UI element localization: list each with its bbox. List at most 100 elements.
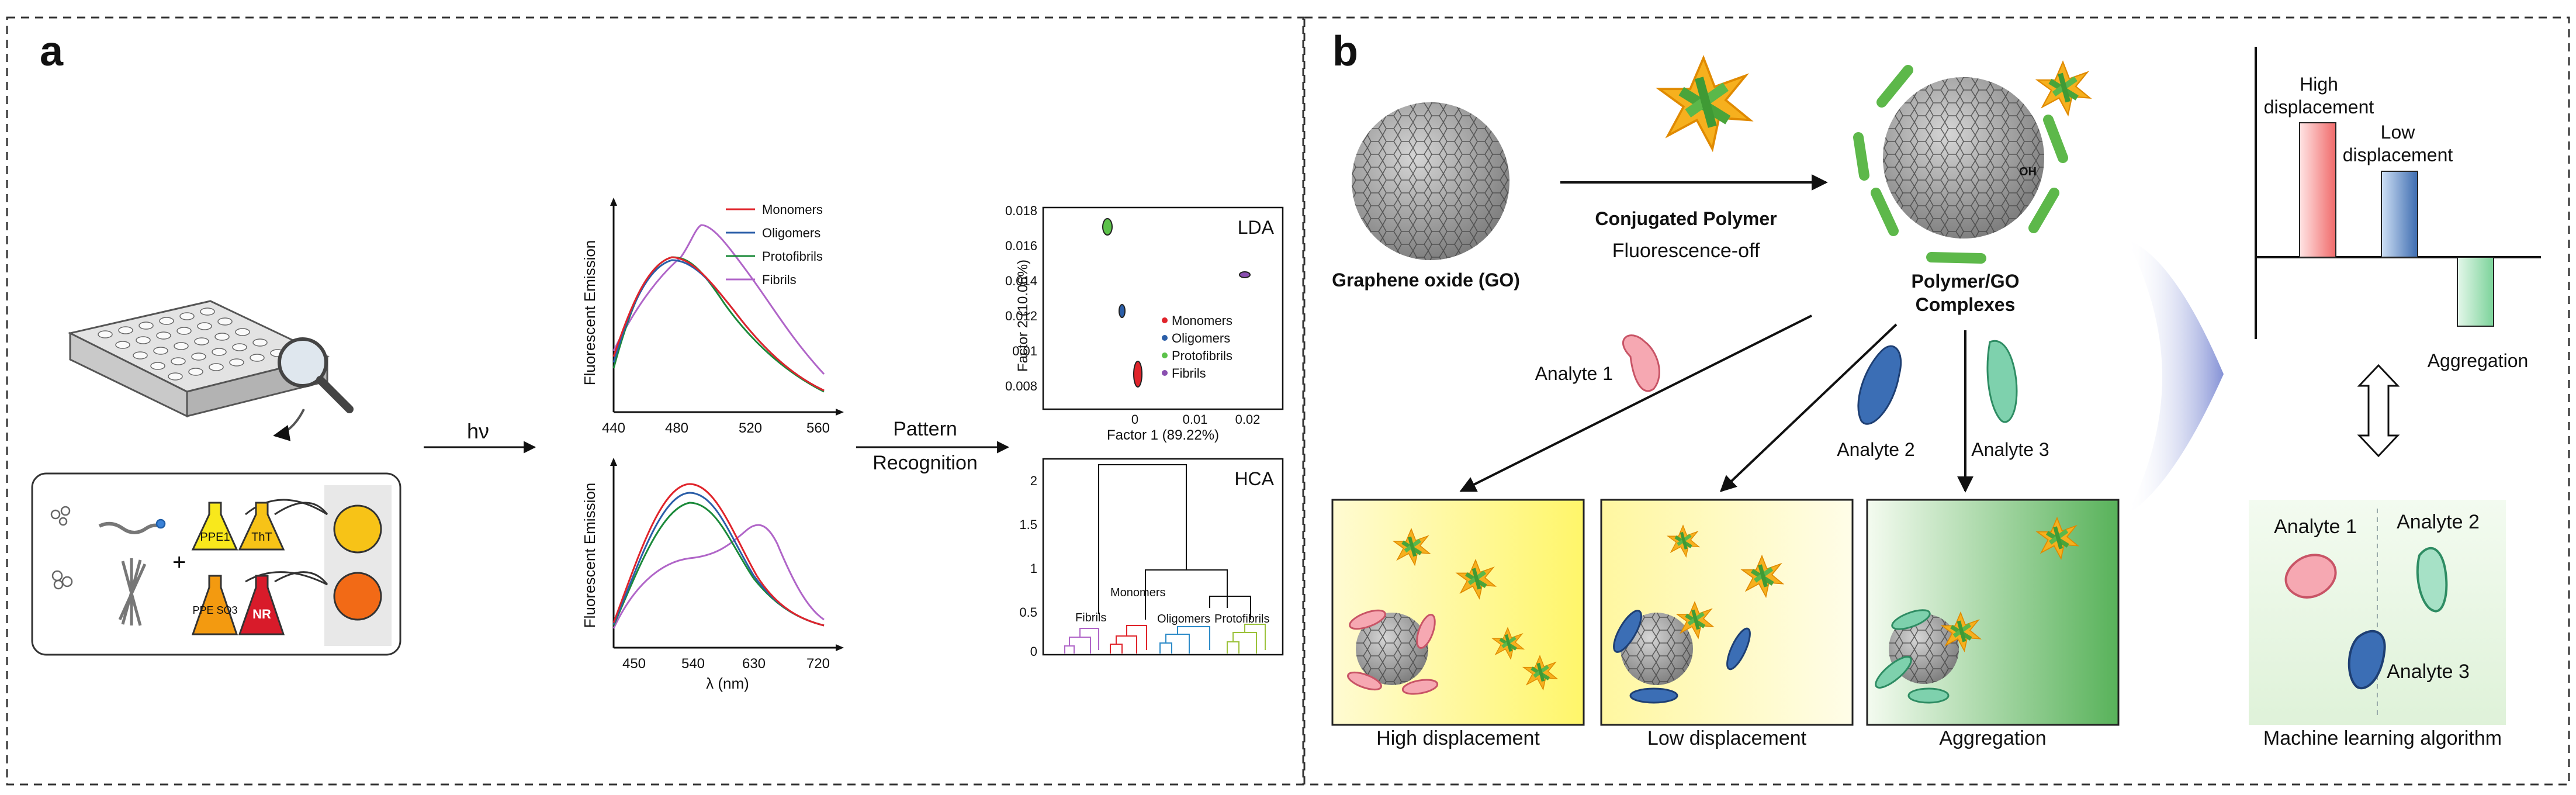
spectrum-bottom-protofibrils [612,502,825,627]
svg-text:Protofibrils: Protofibrils [1172,348,1232,363]
svg-text:0.012: 0.012 [1005,309,1037,323]
svg-text:450: 450 [622,656,646,672]
panel-b-frame [1303,16,2570,786]
svg-text:1: 1 [1030,561,1037,576]
analyte-1-label: Analyte 1 [1535,363,1613,384]
polymer-go-complex: OH [1853,62,2090,264]
svg-text:Analyte 2: Analyte 2 [2397,511,2480,533]
spectra-legend: Monomers Oligomers Protofibrils Fibrils [726,202,823,287]
pattern-label-2: Recognition [872,452,978,474]
spectrum-top-fibrils [612,224,825,375]
svg-text:0.01: 0.01 [1183,412,1208,427]
sensor-nr: NR [252,607,271,621]
polymer-sub: Fluorescence-off [1612,240,1760,262]
svg-text:0.01: 0.01 [1012,344,1037,358]
analyte-2-blob [1857,345,1902,425]
svg-text:630: 630 [742,656,766,672]
pattern-label-1: Pattern [893,418,957,440]
analyte-2-label: Analyte 2 [1837,439,1914,460]
svg-text:Fibrils: Fibrils [1075,611,1106,624]
svg-text:0.008: 0.008 [1005,379,1037,393]
spectra-bottom-ylabel: Fluorescent Emission [581,483,598,628]
big-right-arrow [2127,240,2224,514]
high-displacement-box [1331,499,1585,726]
svg-text:Protofibrils: Protofibrils [762,249,823,264]
complex-label-1: Polymer/GO [1912,271,2020,292]
svg-text:0.014: 0.014 [1005,274,1037,288]
svg-text:Aggregation: Aggregation [2428,350,2529,371]
svg-text:Fibrils: Fibrils [1172,366,1206,381]
svg-text:Low: Low [2381,122,2416,143]
ml-scatter-box: Analyte 1 Analyte 2 Analyte 3 [2249,500,2506,725]
svg-text:Analyte 1: Analyte 1 [2274,516,2357,538]
aggregation-box [1866,499,2120,726]
svg-text:0.016: 0.016 [1005,238,1037,253]
xtick-top-0: 440 [602,420,625,436]
svg-text:OH: OH [2019,165,2037,178]
svg-text:displacement: displacement [2264,96,2374,117]
spectrum-bottom-oligomers [612,492,825,627]
svg-text:Protofibrils: Protofibrils [1214,613,1269,625]
svg-text:Monomers: Monomers [1110,586,1165,599]
svg-text:HCA: HCA [1234,468,1274,489]
svg-text:LDA: LDA [1238,217,1275,238]
spectra-bottom-plot: 450 540 630 720 λ (nm) Fluorescent Emiss… [581,458,844,692]
svg-text:540: 540 [681,656,705,672]
sensor-array-box: + PPE1 ThT PPE SO3 NR [31,472,401,656]
arrow-to-high [1459,314,1812,492]
spectrum-bottom-fibrils [612,524,825,629]
bar-agg [2457,257,2494,327]
panel-a-frame [6,16,1304,786]
spectra-bottom-xlabel: λ (nm) [706,675,749,692]
svg-text:Factor 2 (10.06%): Factor 2 (10.06%) [1015,260,1031,372]
svg-text:Oligomers: Oligomers [1157,613,1210,625]
box-label-low: Low displacement [1647,727,1807,749]
spectra-top-ylabel: Fluorescent Emission [581,240,598,386]
bar-low [2381,171,2418,258]
svg-text:0: 0 [1030,644,1037,659]
bar-high [2299,122,2336,258]
svg-text:0.5: 0.5 [1019,605,1037,620]
lda-plot: LDA 0.018 0.016 0.014 0.012 0.01 0.008 0… [1005,203,1284,443]
svg-text:Analyte 3: Analyte 3 [2387,661,2470,683]
low-displacement-box [1600,499,1854,726]
svg-text:Oligomers: Oligomers [1172,331,1230,345]
svg-text:+: + [172,549,186,575]
svg-text:Fibrils: Fibrils [762,272,797,287]
graphene-oxide-sphere [1352,102,1509,260]
svg-text:displacement: displacement [2343,144,2453,165]
xtick-top-2: 520 [739,420,762,436]
svg-text:Monomers: Monomers [762,202,823,217]
polymer-title: Conjugated Polymer [1595,208,1777,229]
svg-text:1.5: 1.5 [1019,517,1037,532]
sensor-ppeso3: PPE SO3 [192,604,237,616]
spectrum-bottom-monomers [612,483,825,627]
displacement-bar-chart: High displacement Low displacement Aggre… [2255,47,2541,371]
svg-text:720: 720 [806,656,830,672]
analyte-3-blob [1986,340,2018,423]
conjugated-polymer-icon [1659,58,1750,149]
spectrum-top-monomers [612,256,825,392]
sensor-ppe1: PPE1 [200,531,230,544]
panel-a-label: a [40,28,64,75]
svg-text:0.018: 0.018 [1005,203,1037,218]
svg-text:Monomers: Monomers [1172,313,1232,328]
arrow-to-low [1719,323,1898,492]
svg-text:Factor 1 (89.22%): Factor 1 (89.22%) [1107,427,1219,443]
svg-text:0: 0 [1131,412,1138,427]
box-label-agg: Aggregation [1939,727,2046,749]
analyte-1-blob [1622,334,1660,392]
panel-b-label: b [1332,28,1358,75]
hv-label: hν [467,419,489,443]
analyte-3-label: Analyte 3 [1971,439,2049,460]
svg-text:Oligomers: Oligomers [762,226,820,240]
go-label: Graphene oxide (GO) [1332,269,1520,291]
double-arrow [2357,364,2400,458]
spectra-top-plot: 440 480 520 560 Fluorescent Emission Mon… [581,198,844,436]
xtick-top-1: 480 [665,420,688,436]
svg-text:High: High [2300,74,2338,95]
svg-text:2: 2 [1030,473,1037,488]
complex-label-2: Complexes [1916,294,2016,315]
sensor-tht: ThT [251,531,272,544]
